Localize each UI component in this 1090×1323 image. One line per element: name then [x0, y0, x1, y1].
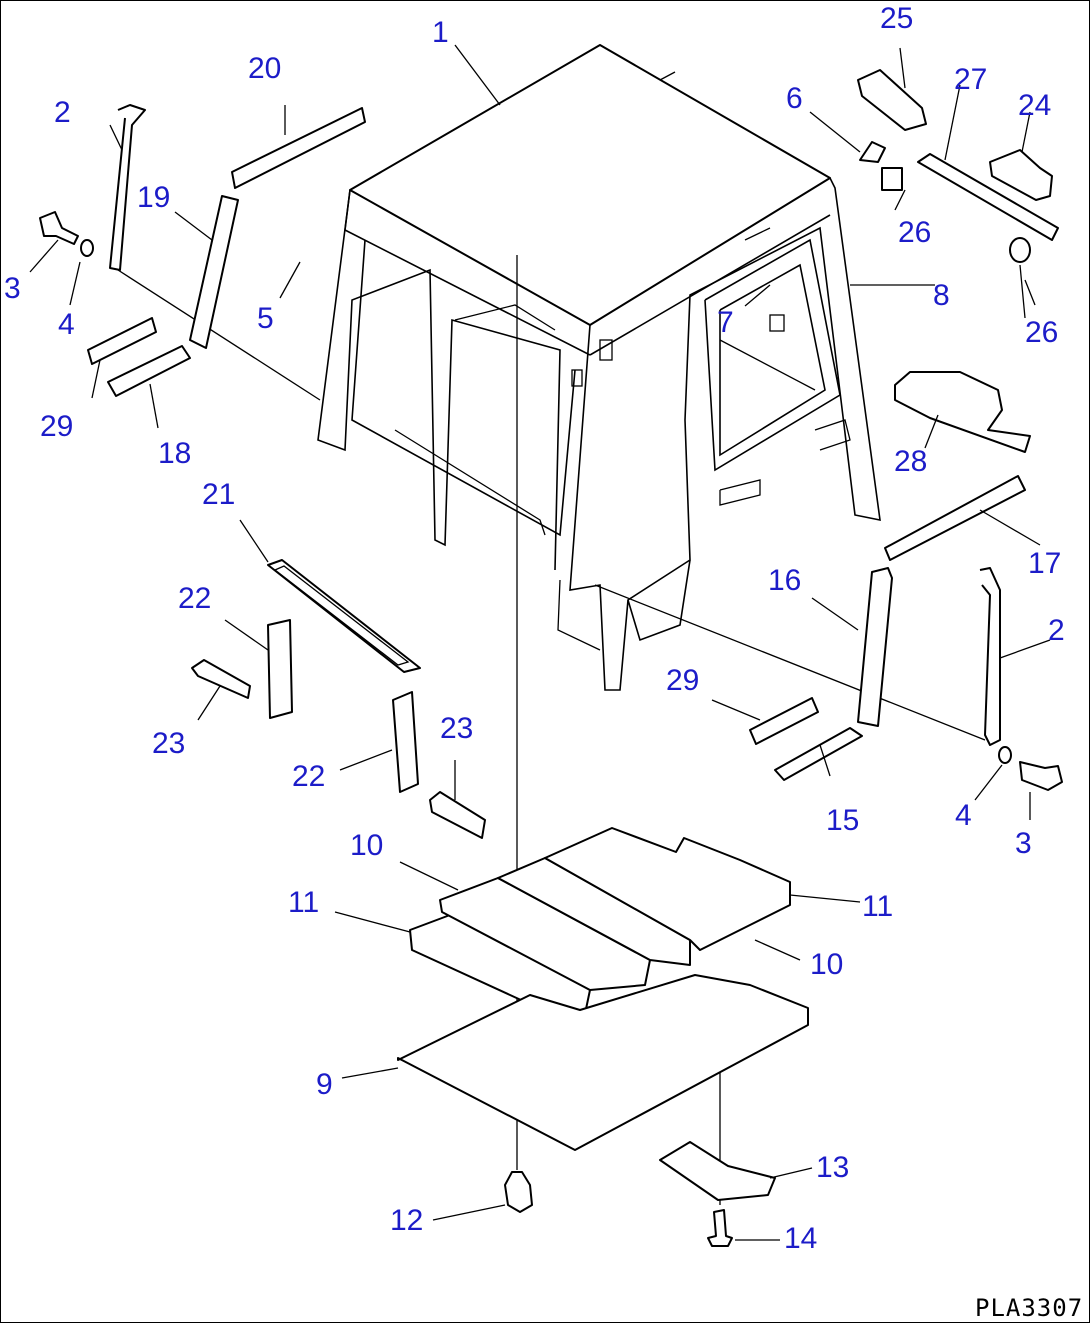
part-25	[857, 69, 927, 131]
part-23-left	[191, 659, 251, 699]
floor-mat-assembly	[409, 827, 791, 1029]
callout-13: 13	[816, 1151, 849, 1184]
callout-29-left: 29	[40, 410, 73, 443]
callout-24: 24	[1018, 89, 1051, 122]
callout-15: 15	[826, 804, 859, 837]
callout-23-left: 23	[152, 727, 185, 760]
seal-29-left	[87, 317, 157, 365]
part-2-bracket-left	[109, 104, 146, 271]
callout-11-left: 11	[288, 886, 319, 919]
callout-10-right: 10	[810, 948, 843, 981]
part-13	[659, 1141, 776, 1201]
seal-16	[857, 567, 893, 727]
bolt-right-part-3	[998, 746, 1063, 791]
callout-20: 20	[248, 52, 281, 85]
clip-12	[504, 1171, 533, 1213]
seal-20	[231, 107, 366, 189]
callout-6: 6	[786, 82, 803, 115]
callout-14: 14	[784, 1222, 817, 1255]
mat-21	[267, 559, 421, 673]
cab-frame-part	[317, 44, 881, 691]
callout-3-right: 3	[1015, 827, 1032, 860]
callout-16: 16	[768, 564, 801, 597]
callout-3-left: 3	[4, 272, 21, 305]
callout-10-left: 10	[350, 829, 383, 862]
seal-29-right	[749, 697, 819, 745]
part-26-lower	[1009, 237, 1031, 263]
callout-26-lower: 26	[1025, 316, 1058, 349]
callout-leaders	[91, 47, 1051, 1241]
callout-17: 17	[1028, 547, 1061, 580]
callout-19: 19	[137, 181, 170, 214]
part-22-left	[267, 619, 293, 719]
callout-5: 5	[257, 302, 274, 335]
part-22-right	[392, 691, 419, 793]
part-27	[917, 153, 1059, 241]
callout-26-upper: 26	[898, 216, 931, 249]
callout-4-right: 4	[955, 799, 972, 832]
callout-2-left: 2	[54, 96, 71, 129]
callout-2-right: 2	[1048, 614, 1065, 647]
part-26-upper	[881, 167, 903, 191]
callout-28: 28	[894, 445, 927, 478]
seal-19	[189, 195, 239, 349]
part-2-bracket-right	[979, 567, 1001, 746]
callout-25: 25	[880, 2, 913, 35]
callout-21: 21	[202, 478, 235, 511]
callout-1: 1	[432, 16, 449, 49]
callout-7: 7	[717, 306, 734, 339]
callout-29-right: 29	[666, 664, 699, 697]
callout-22-left: 22	[178, 582, 211, 615]
callout-4-left: 4	[58, 308, 75, 341]
bolt-left-part-3	[39, 211, 94, 257]
seal-15	[774, 727, 863, 781]
part-28	[894, 371, 1031, 453]
drawing-code: PLA3307	[975, 1294, 1083, 1322]
callout-11-right: 11	[862, 890, 893, 923]
screw-14	[707, 1209, 733, 1247]
part-24	[989, 149, 1053, 201]
callout-23-right: 23	[440, 712, 473, 745]
seal-18	[107, 345, 191, 397]
callout-27: 27	[954, 63, 987, 96]
callout-9: 9	[316, 1068, 333, 1101]
seal-17	[884, 475, 1026, 561]
callout-18: 18	[158, 437, 191, 470]
floor-plate-9	[397, 974, 809, 1151]
callout-12: 12	[390, 1204, 423, 1237]
callout-labels: 1 2 3 4 5 6 7 8 9 10 10 11 11 12 13 14 1…	[4, 2, 1065, 1255]
callout-8: 8	[933, 279, 950, 312]
part-6-pin	[859, 141, 886, 163]
callout-22-right: 22	[292, 760, 325, 793]
part-23-right	[429, 791, 486, 839]
